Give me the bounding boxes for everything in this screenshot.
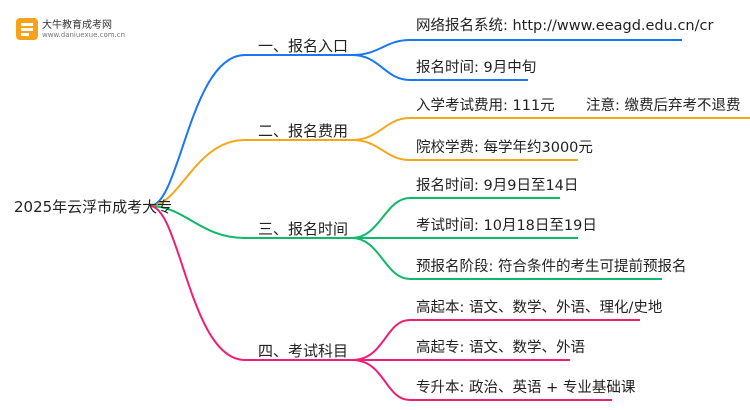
leaf-2-1: 入学考试费用: 111元	[416, 98, 555, 114]
branch-4-label: 四、考试科目	[258, 342, 349, 360]
leaf-link-2-1	[351, 117, 411, 141]
logo-title: 大牛教育成考网	[42, 20, 112, 31]
leaf-4-2: 高起专: 语文、数学、外语	[416, 340, 585, 356]
fee-note: 注意: 缴费后弃考不退费	[586, 98, 741, 114]
leaf-3-2: 考试时间: 10月18日至19日	[416, 218, 597, 234]
leaf-1-2: 报名时间: 9月中旬	[416, 60, 537, 76]
leaf-link-1-2	[351, 54, 411, 81]
leaf-link-4-1	[351, 319, 411, 361]
leaf-1-1: 网络报名系统: http://www.eeagd.edu.cn/cr	[416, 18, 714, 34]
leaf-4-3: 专升本: 政治、英语 + 专业基础课	[416, 380, 636, 396]
leaf-link-1-1	[351, 39, 411, 56]
leaf-link-3-1	[351, 197, 411, 239]
branch-1-label: 一、报名入口	[258, 37, 349, 55]
leaf-4-1: 高起本: 语文、数学、外语、理化/史地	[416, 300, 663, 316]
logo-url: www.daniuexue.com.cn	[42, 31, 126, 39]
root-link-2	[149, 139, 246, 207]
root-link-1	[149, 54, 246, 207]
leaf-link-3-3	[351, 237, 411, 280]
leaf-link-4-3	[351, 359, 411, 401]
leaf-link-2-2	[351, 139, 411, 161]
leaf-3-3: 预报名阶段: 符合条件的考生可提前预报名	[416, 259, 687, 275]
leaf-3-1: 报名时间: 9月9日至14日	[416, 178, 579, 194]
root-topic: 2025年云浮市成考大专	[14, 198, 173, 216]
branch-2-label: 二、报名费用	[258, 122, 349, 140]
book-icon	[16, 18, 38, 40]
leaf-2-2: 院校学费: 每学年约3000元	[416, 140, 593, 156]
root-link-4	[149, 205, 246, 361]
branch-3-label: 三、报名时间	[258, 220, 349, 238]
root-link-3	[149, 205, 246, 239]
